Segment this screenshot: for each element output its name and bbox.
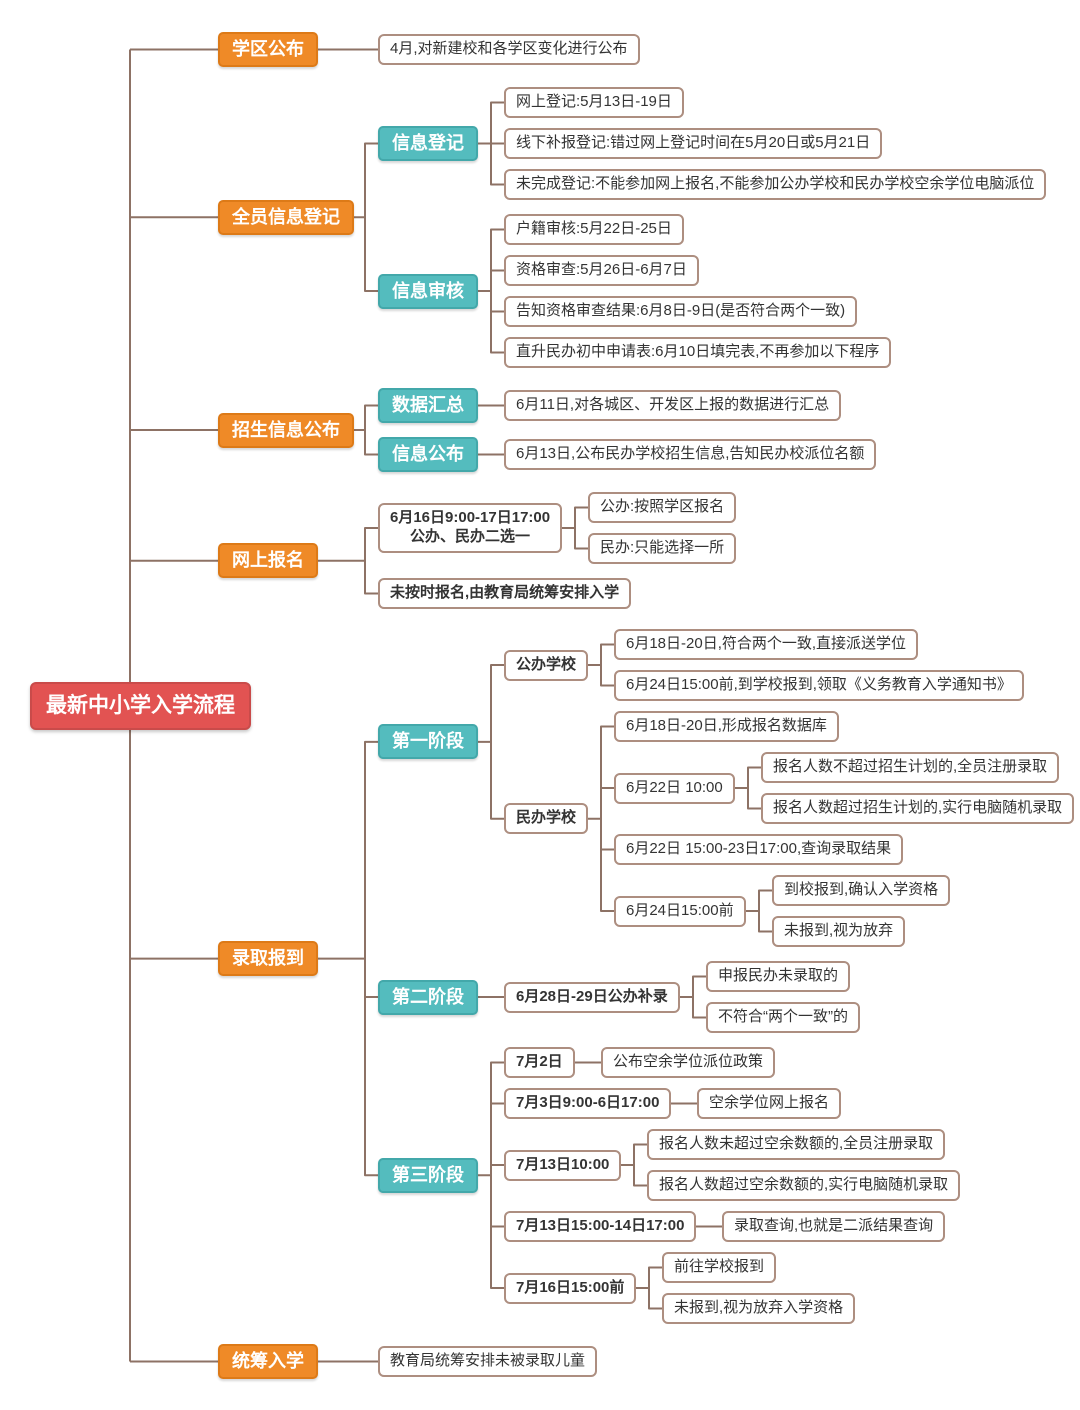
detail-box-4: 未完成登记:不能参加网上报名,不能参加公办学校和民办学校空余学位电脑派位 [504, 169, 1047, 200]
detail-box-line: 6月16日9:00-17日17:00 [390, 509, 551, 526]
detail-box-3: 公办学校 [504, 650, 589, 681]
detail-box-line: 公办、民办二选一 [410, 527, 531, 545]
branch-topic-3: 招生信息公布 [218, 413, 354, 448]
detail-box-7: 7月3日9:00-6日17:00 [504, 1088, 672, 1119]
detail-box-6: 资格审查:5月26日-6月7日 [504, 255, 699, 286]
detail-box-10: 6月13日,公布民办学校招生信息,告知民办校派位名额 [504, 439, 877, 470]
branch-topic-5: 录取报到 [218, 941, 318, 976]
detail-box-4: 民办学校 [504, 803, 589, 834]
detail-box-19: 6月22日 15:00-23日17:00,查询录取结果 [614, 834, 904, 865]
detail-box-15: 6月18日-20日,形成报名数据库 [614, 711, 839, 742]
detail-box-10: 7月16日15:00前 [504, 1273, 637, 1304]
detail-box-1: 4月,对新建校和各学区变化进行公布 [378, 34, 640, 65]
root-topic: 最新中小学入学流程 [30, 682, 251, 731]
detail-box-11: 公办:按照学区报名 [588, 492, 737, 523]
detail-box-6: 7月2日 [504, 1047, 575, 1078]
detail-box-29: 录取查询,也就是二派结果查询 [722, 1211, 946, 1242]
detail-box-2: 网上登记:5月13日-19日 [504, 87, 684, 118]
detail-box-3: 线下补报登记:错过网上登记时间在5月20日或5月21日 [504, 128, 883, 159]
branch-topic-4: 网上报名 [218, 543, 318, 578]
detail-box-27: 报名人数未超过空余数额的,全员注册录取 [647, 1129, 946, 1160]
branch-topic-2: 全员信息登记 [218, 200, 354, 235]
detail-box-5: 户籍审核:5月22日-25日 [504, 214, 684, 245]
stage-topic-5: 第一阶段 [378, 724, 478, 759]
detail-box-25: 公布空余学位派位政策 [601, 1047, 776, 1078]
detail-box-9: 7月13日15:00-14日17:00 [504, 1211, 697, 1242]
stage-topic-3: 数据汇总 [378, 388, 478, 423]
detail-box-5: 6月28日-29日公办补录 [504, 982, 680, 1013]
detail-box-2: 未按时报名,由教育局统筹安排入学 [378, 578, 632, 609]
detail-box-7: 告知资格审查结果:6月8日-9日(是否符合两个一致) [504, 296, 858, 327]
stage-topic-4: 信息公布 [378, 437, 478, 472]
detail-box-31: 未报到,视为放弃入学资格 [662, 1293, 856, 1324]
stage-topic-2: 信息审核 [378, 274, 478, 309]
detail-box-14: 6月24日15:00前,到学校报到,领取《义务教育入学通知书》 [614, 670, 1024, 701]
branch-topic-1: 学区公布 [218, 32, 318, 67]
detail-box-17: 报名人数不超过招生计划的,全员注册录取 [761, 752, 1060, 783]
detail-box-8: 直升民办初中申请表:6月10日填完表,不再参加以下程序 [504, 337, 892, 368]
detail-box-16: 6月22日 10:00 [614, 773, 735, 804]
detail-box-18: 报名人数超过招生计划的,实行电脑随机录取 [761, 793, 1075, 824]
stage-topic-7: 第三阶段 [378, 1158, 478, 1193]
detail-box-12: 民办:只能选择一所 [588, 533, 737, 564]
detail-box-9: 6月11日,对各城区、开发区上报的数据进行汇总 [504, 390, 842, 421]
detail-box-22: 未报到,视为放弃 [772, 916, 906, 947]
detail-box-23: 申报民办未录取的 [706, 961, 851, 992]
detail-box-8: 7月13日10:00 [504, 1150, 622, 1181]
detail-box-21: 到校报到,确认入学资格 [772, 875, 951, 906]
detail-box-28: 报名人数超过空余数额的,实行电脑随机录取 [647, 1170, 961, 1201]
detail-box-13: 6月18日-20日,符合两个一致,直接派送学位 [614, 629, 919, 660]
stage-topic-1: 信息登记 [378, 126, 478, 161]
stage-topic-6: 第二阶段 [378, 980, 478, 1015]
detail-box-26: 空余学位网上报名 [697, 1088, 842, 1119]
detail-box-24: 不符合“两个一致”的 [706, 1002, 860, 1033]
branch-topic-6: 统筹入学 [218, 1344, 318, 1379]
detail-box-30: 前往学校报到 [662, 1252, 777, 1283]
detail-box-20: 6月24日15:00前 [614, 896, 746, 927]
detail-box-32: 教育局统筹安排未被录取儿童 [378, 1346, 598, 1377]
